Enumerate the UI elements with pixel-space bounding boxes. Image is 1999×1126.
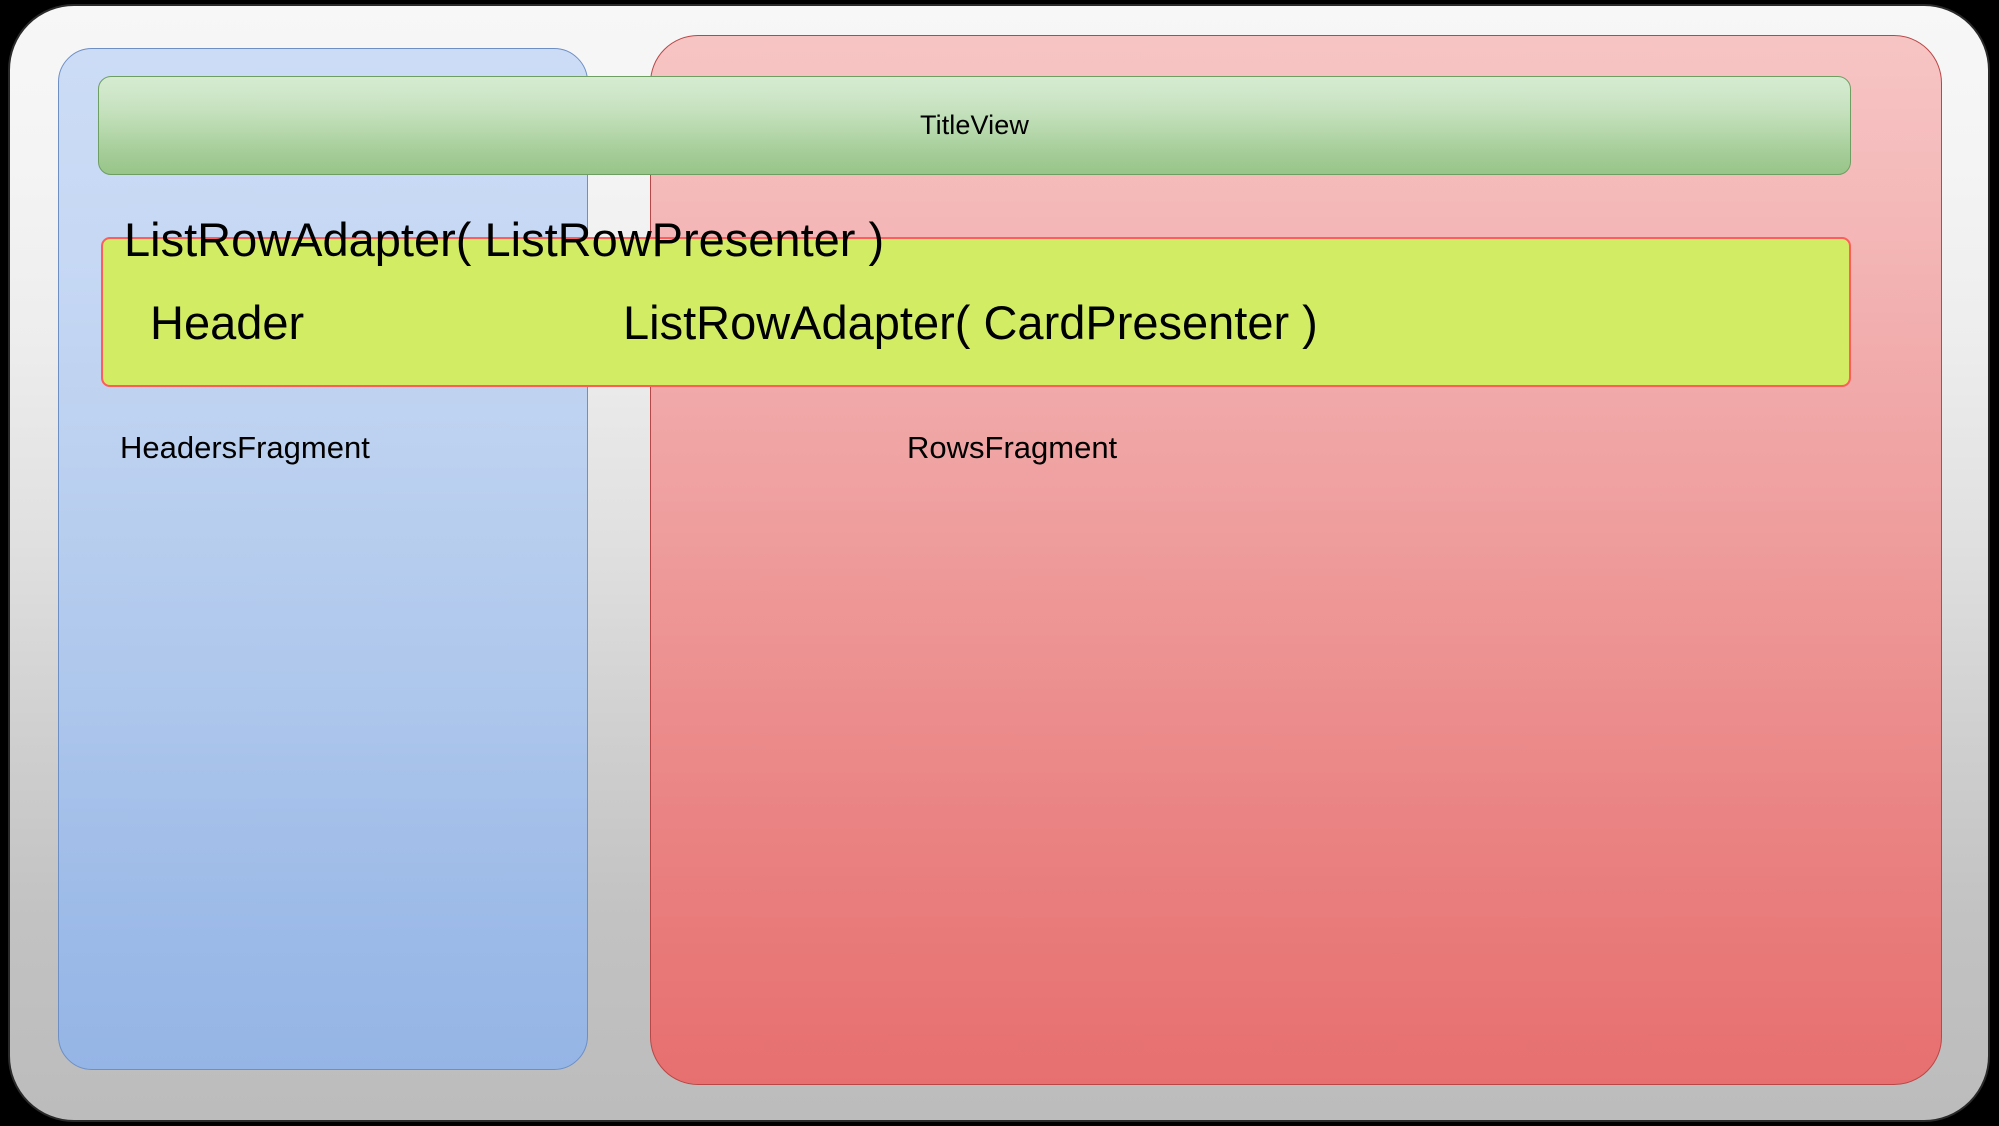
rows-fragment-label: RowsFragment: [907, 430, 1118, 465]
header-label: Header: [150, 296, 305, 349]
headers-fragment-label: HeadersFragment: [120, 430, 370, 465]
rows-fragment-panel: [650, 35, 1942, 1085]
headers-fragment-panel: [58, 48, 588, 1070]
listrowadapter-cardpresenter-label: ListRowAdapter( CardPresenter ): [623, 296, 1318, 349]
list-row-box: [101, 237, 1851, 387]
title-view-label: TitleView: [920, 110, 1029, 140]
listrowadapter-listrowpresenter-label: ListRowAdapter( ListRowPresenter ): [124, 213, 885, 266]
browse-fragment-container: TitleView ListRowAdapter( ListRowPresent…: [8, 4, 1990, 1122]
title-view-bar: TitleView: [98, 76, 1851, 175]
